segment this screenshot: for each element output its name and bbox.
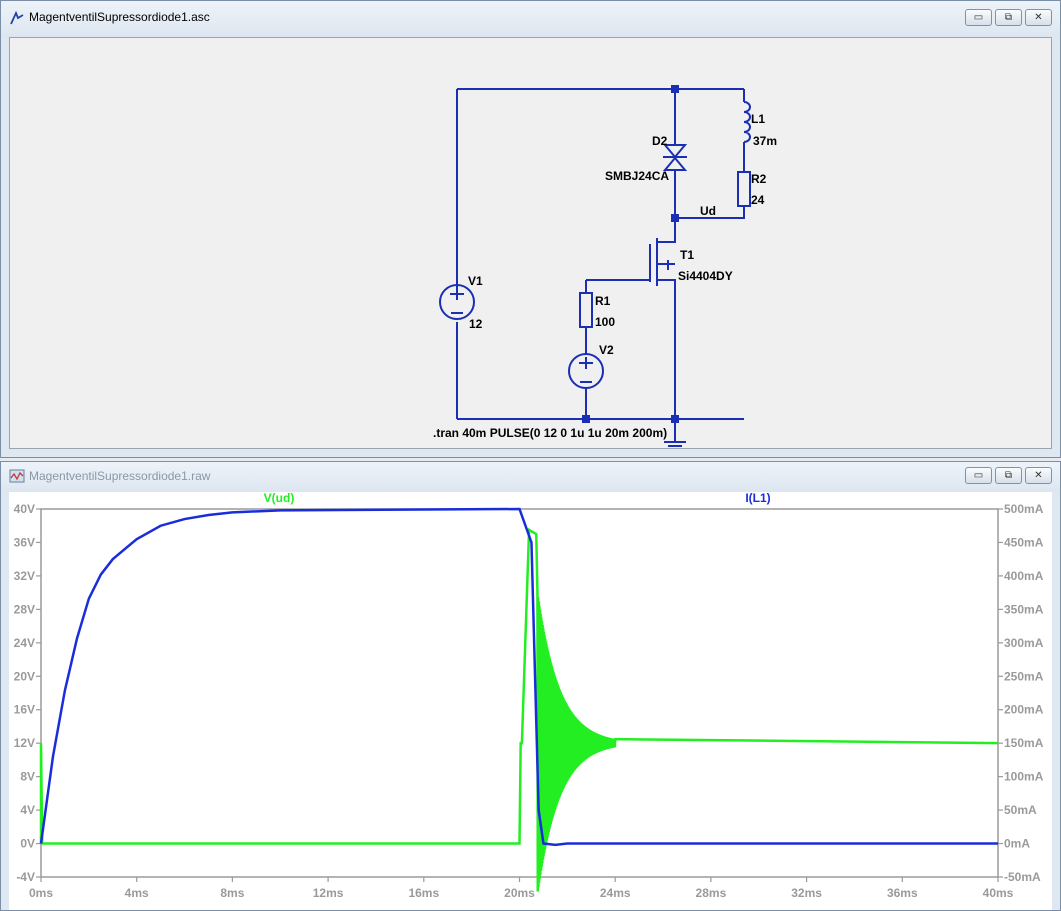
- v1-name: V1: [468, 274, 483, 288]
- y-right-tick-label: 350mA: [1004, 602, 1044, 616]
- r2-name: R2: [751, 172, 767, 186]
- close-icon: ✕: [1034, 12, 1043, 23]
- y-left-tick-label: 36V: [14, 535, 35, 549]
- y-right-tick-label: 0mA: [1004, 837, 1030, 851]
- y-left-tick-label: 40V: [14, 502, 35, 516]
- y-left-tick-label: 8V: [20, 770, 35, 784]
- y-left-tick-label: 32V: [14, 569, 35, 583]
- y-left-tick-label: 24V: [14, 636, 35, 650]
- inductor-l1: [743, 101, 751, 143]
- schematic-window-title: MagentventilSupressordiode1.asc: [29, 10, 210, 24]
- ltspice-icon: [10, 10, 24, 25]
- x-tick-label: 12ms: [313, 886, 344, 900]
- schematic-window: MagentventilSupressordiode1.asc ▭ ⧉ ✕: [0, 0, 1061, 458]
- x-tick-label: 0ms: [29, 886, 53, 900]
- restore-icon: ⧉: [1004, 12, 1013, 23]
- y-left-tick-label: 0V: [20, 837, 35, 851]
- spice-directive[interactable]: .tran 40m PULSE(0 12 0 1u 1u 20m 200m): [433, 426, 667, 440]
- x-tick-label: 36ms: [887, 886, 918, 900]
- series-v-ud-trace: [39, 527, 999, 892]
- y-right-tick-label: 500mA: [1004, 502, 1044, 516]
- schematic-drawing[interactable]: L1 37m R2 24 D2 SMBJ24CA Ud T1 Si4404DY …: [10, 38, 1052, 449]
- diode-d2: [662, 144, 688, 171]
- restore-button[interactable]: ⧉: [995, 9, 1022, 26]
- x-tick-label: 16ms: [408, 886, 439, 900]
- waveform-window-title: MagentventilSupressordiode1.raw: [29, 469, 211, 483]
- x-tick-label: 40ms: [983, 886, 1014, 900]
- y-left-tick-label: 20V: [14, 669, 35, 683]
- y-right-tick-label: 400mA: [1004, 569, 1044, 583]
- minimize-button[interactable]: ▭: [965, 467, 992, 484]
- minimize-icon: ▭: [973, 12, 984, 23]
- y-left-tick-label: 4V: [20, 803, 35, 817]
- y-right-tick-label: 450mA: [1004, 535, 1044, 549]
- x-tick-label: 4ms: [125, 886, 149, 900]
- schematic-canvas[interactable]: L1 37m R2 24 D2 SMBJ24CA Ud T1 Si4404DY …: [9, 37, 1052, 449]
- restore-button[interactable]: ⧉: [995, 467, 1022, 484]
- legend-v-ud[interactable]: V(ud): [264, 492, 295, 505]
- y-left-tick-label: -4V: [16, 870, 35, 884]
- y-right-tick-label: 200mA: [1004, 703, 1044, 717]
- resistor-r1: [579, 292, 593, 328]
- y-left-tick-label: 16V: [14, 703, 35, 717]
- schematic-titlebar[interactable]: MagentventilSupressordiode1.asc ▭ ⧉ ✕: [1, 1, 1060, 37]
- waveform-chart[interactable]: 0ms 4ms 8ms 12ms 16ms 20ms 24ms 28ms 32ms 36ms 40m…: [9, 492, 1052, 910]
- r1-value: 100: [595, 315, 615, 329]
- close-icon: ✕: [1034, 470, 1043, 481]
- y-right-tick-label: 150mA: [1004, 736, 1044, 750]
- t1-name: T1: [680, 248, 694, 262]
- voltage-source-v2: [568, 353, 604, 389]
- waveform-app-icon: [9, 469, 25, 483]
- waveform-titlebar[interactable]: MagentventilSupressordiode1.raw ▭ ⧉ ✕: [1, 462, 1060, 492]
- x-tick-label: 20ms: [504, 886, 535, 900]
- restore-icon: ⧉: [1004, 470, 1013, 481]
- y-right-tick-label: -50mA: [1004, 870, 1041, 884]
- y-left-tick-label: 12V: [14, 736, 35, 750]
- voltage-source-v1: [439, 284, 475, 320]
- x-tick-label: 8ms: [220, 886, 244, 900]
- waveform-window: MagentventilSupressordiode1.raw ▭ ⧉ ✕ 0m…: [0, 461, 1061, 911]
- waveform-plot-area[interactable]: 0ms 4ms 8ms 12ms 16ms 20ms 24ms 28ms 32ms 36ms 40m…: [9, 492, 1052, 910]
- d2-value: SMBJ24CA: [605, 169, 669, 183]
- ground-symbol: [664, 441, 686, 447]
- x-tick-label: 32ms: [791, 886, 822, 900]
- x-tick-label: 28ms: [696, 886, 727, 900]
- net-label-ud: Ud: [700, 204, 716, 218]
- y-right-tick-label: 50mA: [1004, 803, 1037, 817]
- minimize-icon: ▭: [973, 470, 984, 481]
- y-right-tick-label: 300mA: [1004, 636, 1044, 650]
- r1-name: R1: [595, 294, 611, 308]
- r2-value: 24: [751, 193, 765, 207]
- close-button[interactable]: ✕: [1025, 467, 1052, 484]
- series-i-l1-trace: [39, 507, 998, 847]
- v2-name: V2: [599, 343, 614, 357]
- l1-value: 37m: [753, 134, 777, 148]
- minimize-button[interactable]: ▭: [965, 9, 992, 26]
- y-right-tick-label: 250mA: [1004, 669, 1044, 683]
- d2-name: D2: [652, 134, 668, 148]
- legend-i-l1[interactable]: I(L1): [745, 492, 770, 505]
- y-left-tick-label: 28V: [14, 602, 35, 616]
- x-tick-label: 24ms: [600, 886, 631, 900]
- resistor-r2: [737, 171, 751, 207]
- t1-value: Si4404DY: [678, 269, 733, 283]
- y-right-tick-label: 100mA: [1004, 770, 1044, 784]
- close-button[interactable]: ✕: [1025, 9, 1052, 26]
- l1-name: L1: [751, 112, 765, 126]
- v1-value: 12: [469, 317, 483, 331]
